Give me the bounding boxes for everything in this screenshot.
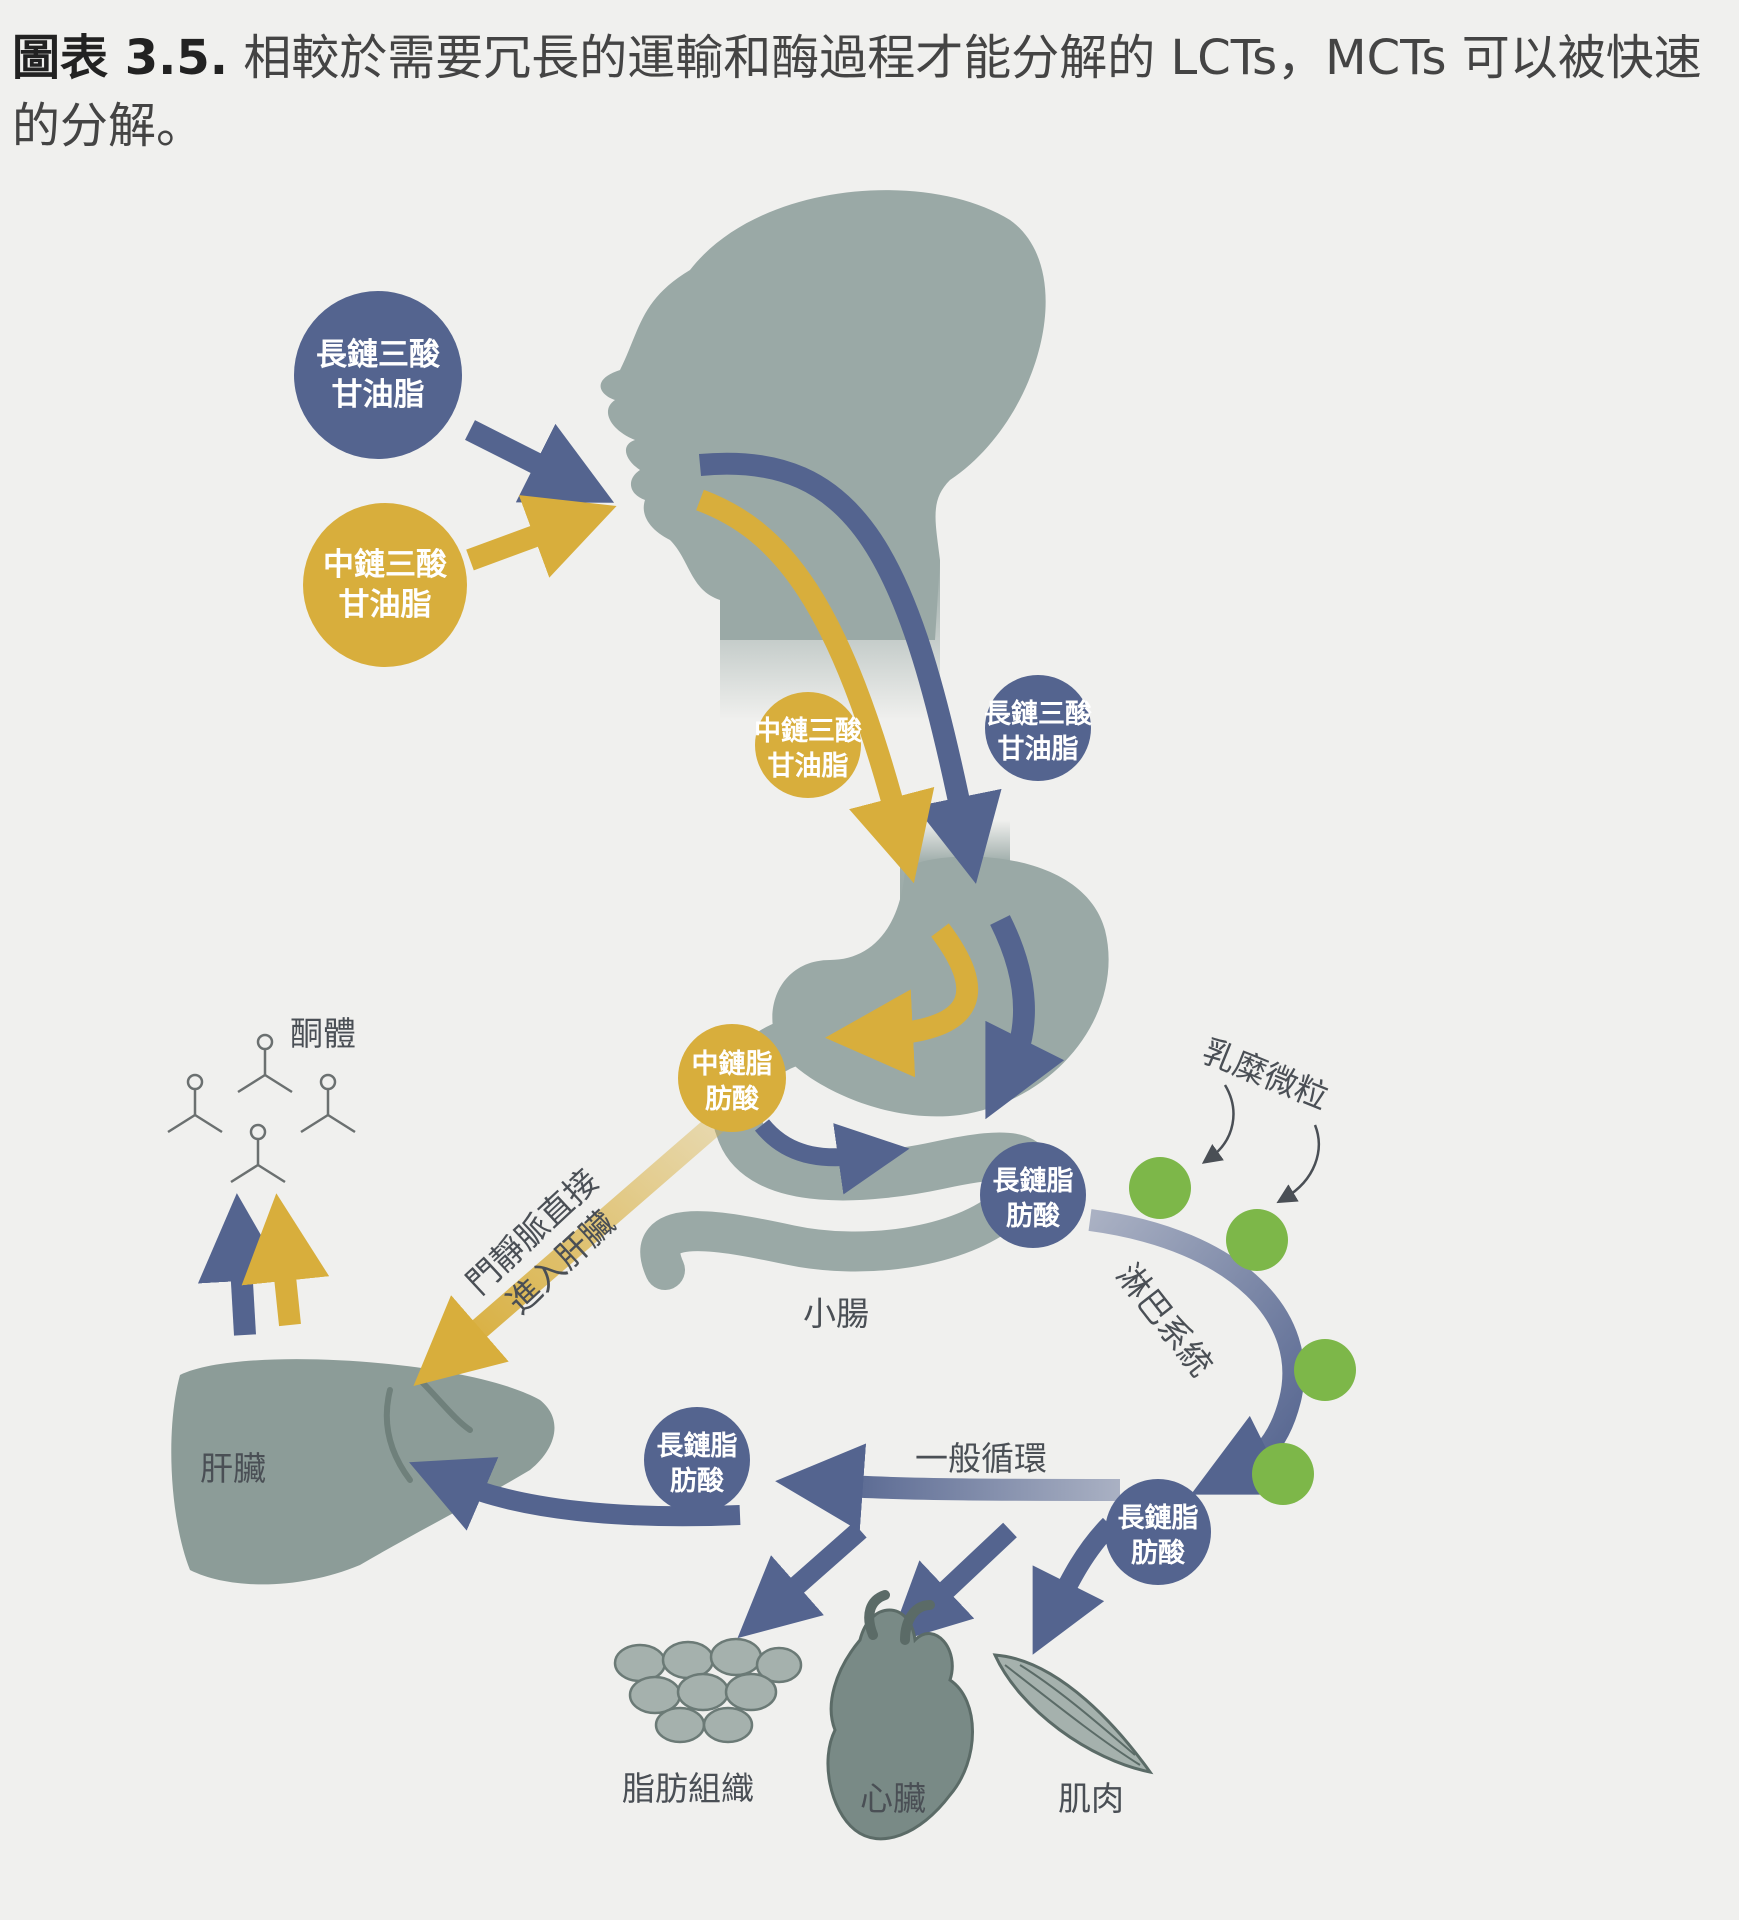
circulation-arrow bbox=[775, 1443, 1121, 1532]
chylomicron-particle bbox=[1129, 1157, 1191, 1219]
lct-stomach-arrow bbox=[985, 915, 1065, 1120]
ketone-lct-arrow bbox=[197, 1193, 286, 1336]
node-lcfa-circulation-line2: 肪酸 bbox=[1131, 1538, 1186, 1569]
node-lcfa-circulation: 長鏈脂 肪酸 bbox=[1105, 1479, 1211, 1585]
mct-input-arrow bbox=[466, 495, 617, 578]
label-portal-vein: 門靜脈直接 進入肝臟 bbox=[459, 1161, 623, 1322]
node-lct-input-line2: 甘油脂 bbox=[332, 377, 425, 413]
node-mcfa: 中鏈脂 肪酸 bbox=[678, 1024, 786, 1132]
lct-input-arrow bbox=[465, 420, 615, 503]
stomach bbox=[772, 820, 1109, 1117]
node-mct-esophagus: 中鏈三酸 甘油脂 bbox=[754, 692, 863, 798]
label-lymphatic: 淋巴系統 bbox=[1109, 1256, 1221, 1384]
figure-caption: 圖表 3.5. 相較於需要冗長的運輸和酶過程才能分解的 LCTs，MCTs 可以… bbox=[12, 24, 1712, 160]
label-small-intestine: 小腸 bbox=[803, 1294, 869, 1333]
label-ketones: 酮體 bbox=[290, 1014, 356, 1053]
node-mct-input: 中鏈三酸 甘油脂 bbox=[303, 503, 467, 667]
node-lcfa-liver-line1: 長鏈脂 bbox=[657, 1430, 738, 1462]
node-lct-esophagus-line2: 甘油脂 bbox=[998, 734, 1079, 765]
mct-stomach-arrow bbox=[825, 923, 979, 1078]
label-heart: 心臟 bbox=[860, 1779, 926, 1818]
node-mct-esophagus-line1: 中鏈三酸 bbox=[754, 715, 863, 747]
node-lcfa-intestine-line2: 肪酸 bbox=[1006, 1201, 1061, 1232]
node-lcfa-intestine-line1: 長鏈脂 bbox=[993, 1165, 1074, 1197]
chylomicron-pointer-right bbox=[1276, 1124, 1320, 1204]
label-circulation: 一般循環 bbox=[915, 1439, 1047, 1478]
node-lct-esophagus-line1: 長鏈三酸 bbox=[984, 698, 1093, 730]
adipose-tissue-icon bbox=[613, 1637, 803, 1744]
ketone-molecule-2 bbox=[167, 1073, 223, 1134]
label-adipose: 脂肪組織 bbox=[622, 1769, 754, 1808]
ketone-molecule-1 bbox=[237, 1033, 293, 1094]
label-liver: 肝臟 bbox=[200, 1449, 266, 1488]
muscle-arrow bbox=[1032, 1517, 1118, 1655]
ketone-mct-arrow bbox=[241, 1193, 330, 1327]
label-chylomicrons: 乳糜微粒 bbox=[1197, 1031, 1334, 1117]
adipose-arrow bbox=[737, 1522, 867, 1639]
label-muscle: 肌肉 bbox=[1058, 1779, 1124, 1818]
node-lcfa-circulation-line1: 長鏈脂 bbox=[1118, 1502, 1199, 1534]
node-mct-input-line1: 中鏈三酸 bbox=[323, 547, 448, 583]
node-mct-input-line2: 甘油脂 bbox=[339, 587, 432, 623]
figure-caption-text: 相較於需要冗長的運輸和酶過程才能分解的 LCTs，MCTs 可以被快速的分解。 bbox=[12, 30, 1702, 154]
liver-return-arrow bbox=[409, 1457, 741, 1531]
mct-esophagus-arrow bbox=[696, 489, 935, 884]
portal-vein-arrow bbox=[413, 1111, 728, 1387]
node-mcfa-line2: 肪酸 bbox=[705, 1084, 760, 1115]
lct-esophagus-arrow bbox=[698, 452, 1002, 884]
chylomicron-pointer-left bbox=[1201, 1084, 1235, 1164]
node-lct-input: 長鏈三酸 甘油脂 bbox=[294, 291, 462, 459]
heart-arrow bbox=[888, 1522, 1017, 1645]
figure-number: 圖表 3.5. bbox=[12, 30, 228, 86]
chylomicron-particle bbox=[1226, 1209, 1288, 1271]
lct-intestine-arrow bbox=[754, 1119, 910, 1195]
ketone-molecule-3 bbox=[300, 1073, 356, 1134]
heart-icon bbox=[826, 1590, 974, 1841]
node-lct-esophagus: 長鏈三酸 甘油脂 bbox=[984, 675, 1093, 781]
node-mct-esophagus-line2: 甘油脂 bbox=[768, 751, 849, 782]
chylomicron-particles bbox=[1129, 1157, 1356, 1505]
ketone-molecules bbox=[167, 1033, 356, 1184]
node-mcfa-line1: 中鏈脂 bbox=[692, 1048, 773, 1080]
node-lcfa-intestine: 長鏈脂 肪酸 bbox=[980, 1142, 1086, 1248]
node-lct-input-line1: 長鏈三酸 bbox=[316, 337, 441, 373]
ketone-molecule-4 bbox=[230, 1123, 286, 1184]
node-lcfa-liver-line2: 肪酸 bbox=[670, 1466, 725, 1497]
muscle-icon bbox=[992, 1653, 1154, 1775]
chylomicron-particle bbox=[1294, 1339, 1356, 1401]
chylomicron-particle bbox=[1252, 1443, 1314, 1505]
node-lcfa-liver: 長鏈脂 肪酸 bbox=[644, 1407, 750, 1513]
